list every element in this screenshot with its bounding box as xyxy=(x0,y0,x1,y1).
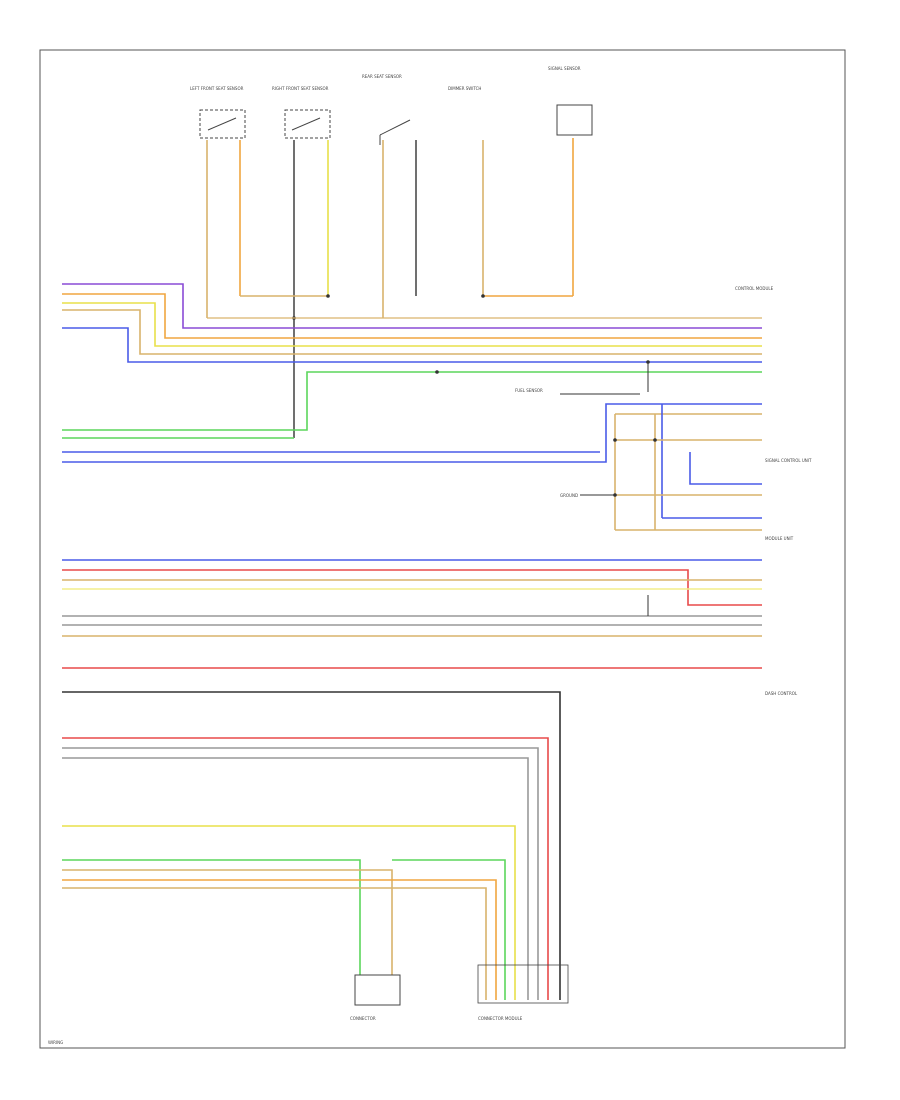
rear-seat-sensor-label: REAR SEAT SENSOR xyxy=(362,74,402,79)
dimmer-switch: DIMMER SWITCH xyxy=(448,86,481,91)
bottom-harness xyxy=(62,691,561,1000)
dimmer-switch-label: DIMMER SWITCH xyxy=(448,86,481,91)
diagram-frame xyxy=(39,49,846,1049)
ground-point-label: GROUND xyxy=(560,493,578,498)
right-front-seat-sensor: RIGHT FRONT SEAT SENSOR xyxy=(272,86,331,139)
left-front-seat-sensor-label: LEFT FRONT SEAT SENSOR xyxy=(190,86,244,91)
signal-control-unit-label: SIGNAL CONTROL UNIT xyxy=(765,458,812,463)
mid-right-harness: CONTROL MODULE FUEL SENSOR GROUND SIGNAL… xyxy=(515,286,812,541)
upper-harness xyxy=(62,283,762,463)
signal-sensor: SIGNAL SENSOR xyxy=(548,66,593,136)
signal-sensor-label: SIGNAL SENSOR xyxy=(548,66,581,71)
c-connector-label: CONNECTOR xyxy=(350,1016,376,1021)
left-front-seat-sensor: LEFT FRONT SEAT SENSOR xyxy=(190,86,246,139)
module-unit-label: MODULE UNIT xyxy=(765,536,794,541)
rear-seat-sensor: REAR SEAT SENSOR xyxy=(362,74,411,145)
control-module-a-label: CONTROL MODULE xyxy=(735,286,774,291)
dash-control-label: DASH CONTROL xyxy=(765,691,798,696)
lower-harness: DASH CONTROL xyxy=(62,559,798,696)
sensor-vertical-wires xyxy=(206,138,574,438)
connector-module-label: CONNECTOR MODULE xyxy=(478,1016,523,1021)
fuel-sensor-label: FUEL SENSOR xyxy=(515,388,543,393)
page-label: WIRING xyxy=(48,1040,63,1045)
bottom-components: CONNECTOR CONNECTOR MODULE xyxy=(350,964,569,1021)
right-front-seat-sensor-label: RIGHT FRONT SEAT SENSOR xyxy=(272,86,329,91)
